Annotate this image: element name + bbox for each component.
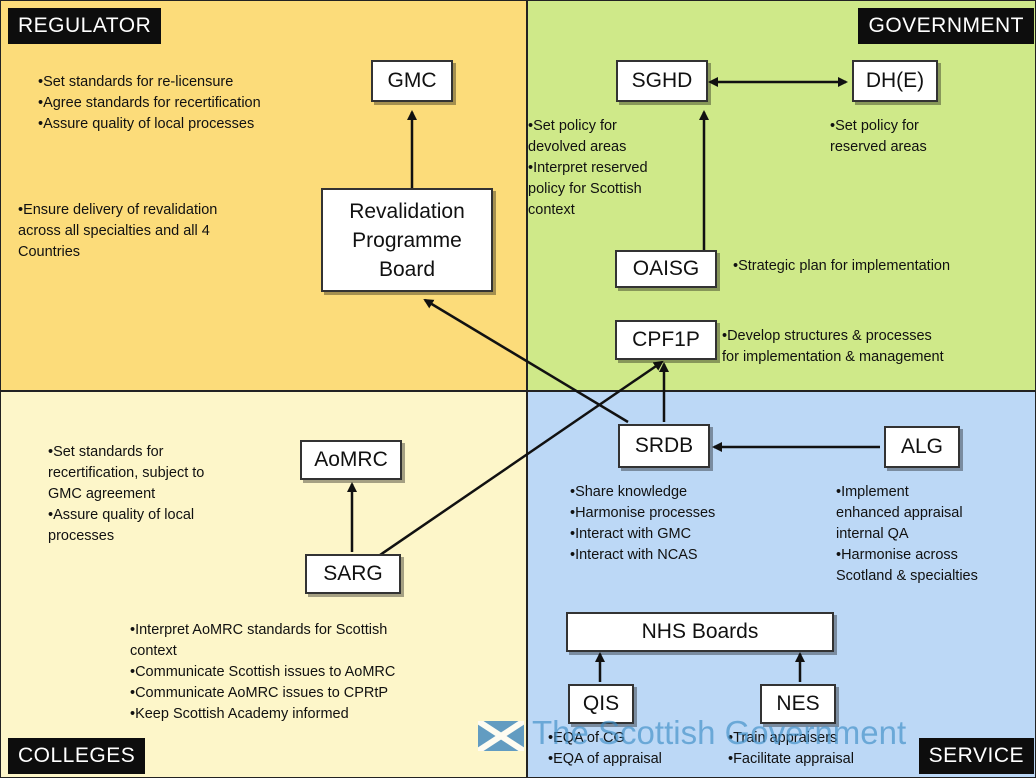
- note-line: •Implement: [836, 484, 909, 500]
- arrow-sarg-to-cpf1p: [379, 360, 664, 557]
- note-line: policy for Scottish: [528, 181, 642, 197]
- government-label: GOVERNMENT: [858, 8, 1034, 44]
- note-line: context: [130, 643, 177, 659]
- note-line: •Interpret reserved: [528, 160, 648, 176]
- note-line: •EQA of appraisal: [548, 751, 662, 767]
- note-line: •Train appraisers: [728, 730, 838, 746]
- note-line: internal QA: [836, 526, 909, 542]
- note-line: •Strategic plan for implementation: [733, 258, 951, 274]
- note-line: •Set policy for: [830, 118, 919, 134]
- note-line: •Interact with NCAS: [570, 547, 698, 563]
- note-line: •Harmonise across: [836, 547, 958, 563]
- note-nes: •Train appraisers •Facilitate appraisal: [728, 728, 854, 770]
- vertical-divider: [526, 0, 528, 778]
- note-line: •Communicate AoMRC issues to CPRtP: [130, 685, 389, 701]
- note-qis: •EQA of CG •EQA of appraisal: [548, 728, 662, 770]
- horizontal-divider: [0, 390, 1036, 392]
- note-cpf1p: •Develop structures & processes for imple…: [722, 326, 944, 368]
- note-line: •Assure quality of local processes: [38, 116, 255, 132]
- note-line: reserved areas: [830, 139, 927, 155]
- note-line: processes: [48, 528, 115, 544]
- note-line: Countries: [18, 244, 81, 260]
- note-regulator-delivery: •Ensure delivery of revalidation across a…: [18, 200, 217, 263]
- note-line: across all specialties and all 4: [18, 223, 210, 239]
- rpb-line-3: Board: [378, 257, 436, 281]
- note-line: •Facilitate appraisal: [728, 751, 854, 767]
- note-line: •Share knowledge: [570, 484, 688, 500]
- note-line: •Assure quality of local: [48, 507, 195, 523]
- node-dhe: DH(E): [852, 60, 938, 102]
- arrow-srdb-to-rpb: [423, 298, 629, 424]
- node-revalidation-programme-board: Revalidation Programme Board: [321, 188, 493, 292]
- note-line: GMC agreement: [48, 486, 156, 502]
- note-line: •Set policy for: [528, 118, 617, 134]
- note-line: Scotland & specialties: [836, 568, 978, 584]
- colleges-quadrant: [0, 391, 527, 778]
- note-line: •Set standards for: [48, 444, 164, 460]
- regulator-label: REGULATOR: [8, 8, 162, 44]
- note-line: context: [528, 202, 575, 218]
- note-dhe: •Set policy for reserved areas: [830, 116, 927, 158]
- note-line: devolved areas: [528, 139, 627, 155]
- node-alg: ALG: [884, 426, 960, 468]
- node-sarg: SARG: [305, 554, 401, 594]
- node-nes: NES: [760, 684, 836, 724]
- node-gmc: GMC: [371, 60, 453, 102]
- scottish-government-logo: The Scottish Government: [476, 714, 968, 756]
- note-line: •Interpret AoMRC standards for Scottish: [130, 622, 388, 638]
- service-label: SERVICE: [918, 738, 1034, 774]
- colleges-label: COLLEGES: [8, 738, 146, 774]
- note-line: •Agree standards for recertification: [38, 95, 261, 111]
- note-line: •Harmonise processes: [570, 505, 716, 521]
- node-nhs-boards: NHS Boards: [566, 612, 834, 652]
- note-line: •Interact with GMC: [570, 526, 692, 542]
- node-sghd: SGHD: [616, 60, 708, 102]
- node-qis: QIS: [568, 684, 634, 724]
- node-oaisg: OAISG: [615, 250, 717, 288]
- note-sarg: •Interpret AoMRC standards for Scottish c…: [130, 620, 395, 725]
- government-quadrant: [527, 0, 1036, 391]
- rpb-line-1: Revalidation: [349, 199, 465, 223]
- note-line: •EQA of CG: [548, 730, 625, 746]
- node-aomrc: AoMRC: [300, 440, 402, 480]
- node-cpf1p: CPF1P: [615, 320, 717, 360]
- note-srdb: •Share knowledge •Harmonise processes •Int…: [570, 482, 715, 566]
- note-line: recertification, subject to: [48, 465, 205, 481]
- note-line: •Communicate Scottish issues to AoMRC: [130, 664, 396, 680]
- rpb-line-2: Programme: [352, 228, 462, 252]
- note-colleges-standards: •Set standards for recertification, subje…: [48, 442, 204, 547]
- note-line: •Ensure delivery of revalidation: [18, 202, 218, 218]
- note-oaisg: •Strategic plan for implementation: [733, 256, 950, 277]
- note-line: for implementation & management: [722, 349, 944, 365]
- saltire-flag-icon: [476, 718, 526, 754]
- node-srdb: SRDB: [618, 424, 710, 468]
- note-line: •Develop structures & processes: [722, 328, 932, 344]
- note-line: enhanced appraisal: [836, 505, 963, 521]
- note-line: •Keep Scottish Academy informed: [130, 706, 349, 722]
- note-line: •Set standards for re-licensure: [38, 74, 234, 90]
- note-alg: •Implement enhanced appraisal internal QA •…: [836, 482, 978, 587]
- note-sghd: •Set policy for devolved areas •Interpret …: [528, 116, 648, 221]
- logo-text: The Scottish Government: [532, 714, 907, 751]
- note-regulator-standards: •Set standards for re-licensure •Agree st…: [38, 72, 261, 135]
